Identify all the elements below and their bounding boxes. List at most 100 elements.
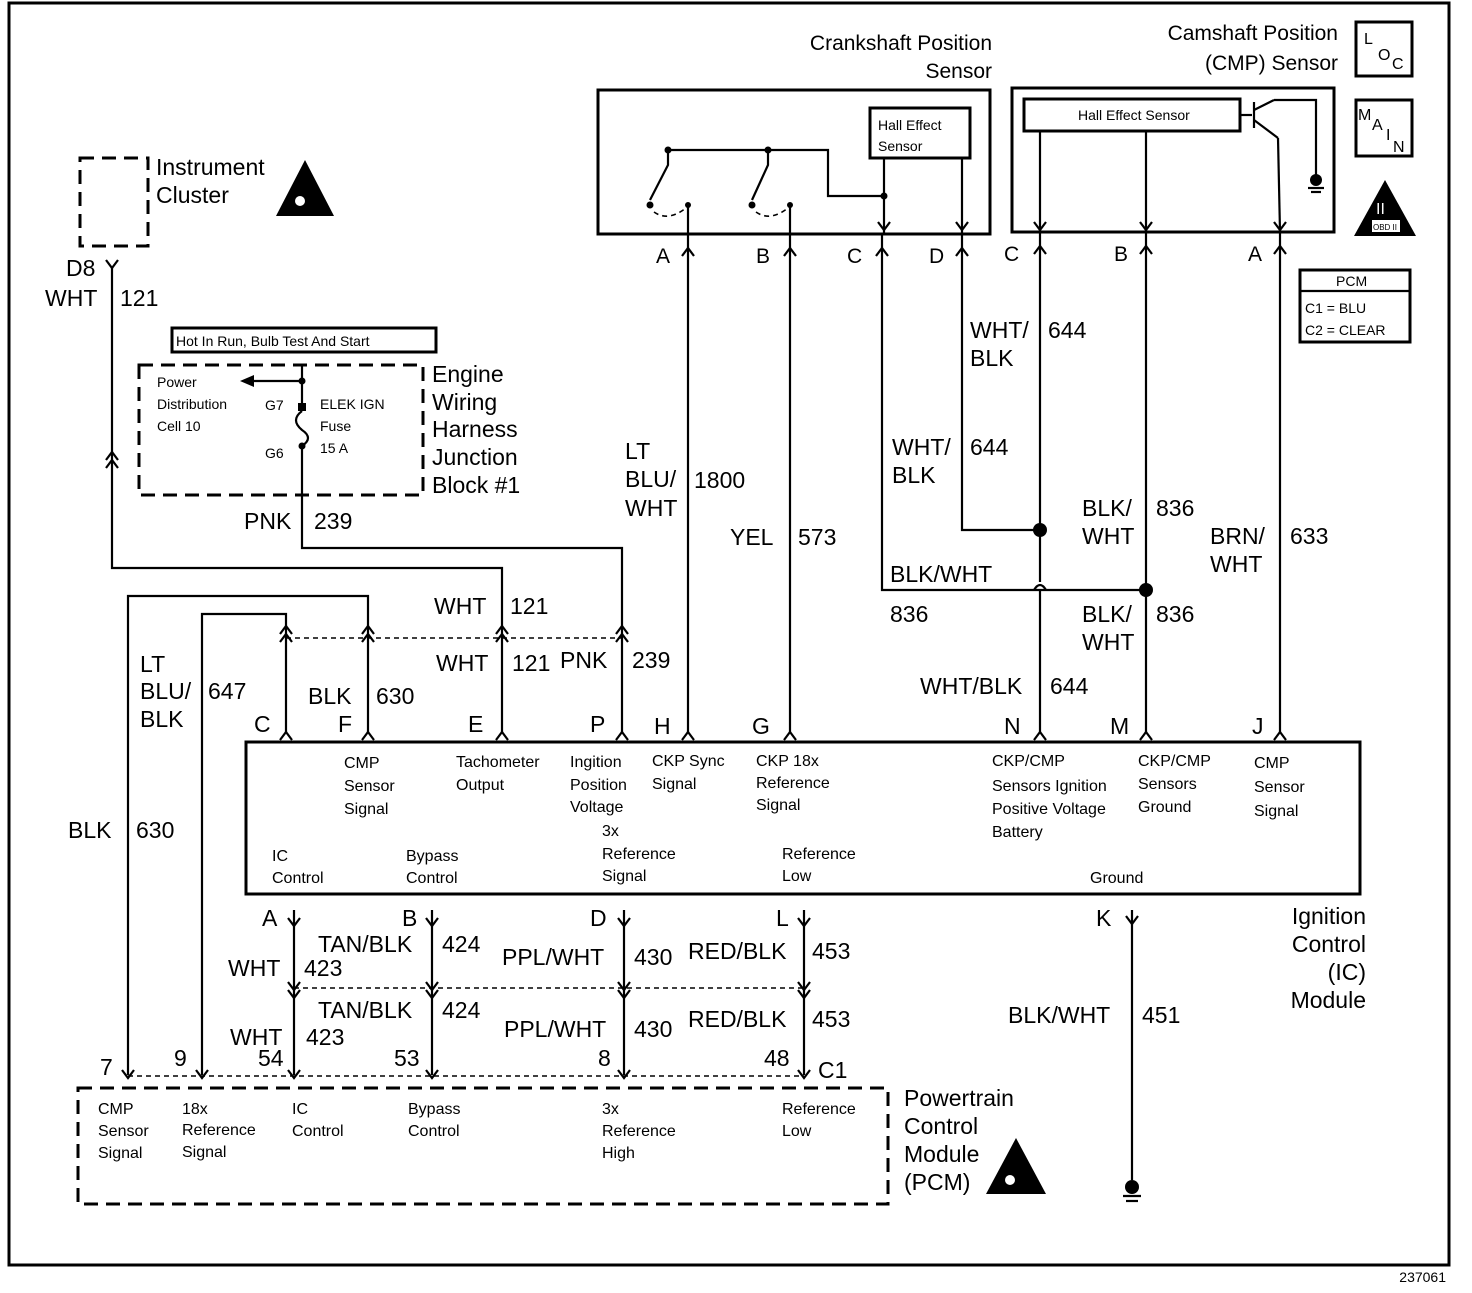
- svg-text:Cell 10: Cell 10: [157, 418, 201, 434]
- svg-text:453: 453: [812, 1006, 850, 1032]
- svg-text:53: 53: [394, 1045, 420, 1071]
- svg-text:N: N: [1393, 139, 1405, 156]
- svg-text:N: N: [1004, 713, 1021, 739]
- svg-text:L: L: [776, 905, 789, 931]
- svg-text:9: 9: [174, 1045, 187, 1071]
- svg-text:Low: Low: [782, 868, 812, 885]
- svg-text:D: D: [590, 905, 607, 931]
- svg-text:BLK/: BLK/: [1082, 601, 1132, 627]
- diagram-frame: [7, 1, 1451, 1267]
- svg-text:8: 8: [598, 1045, 611, 1071]
- svg-text:K: K: [1096, 905, 1112, 931]
- svg-text:Sensor: Sensor: [344, 778, 395, 795]
- crankshaft-sensor-title: Crankshaft Position: [810, 32, 992, 55]
- svg-text:423: 423: [306, 1024, 344, 1050]
- svg-text:Reference: Reference: [782, 1101, 856, 1118]
- svg-text:630: 630: [136, 817, 174, 843]
- svg-text:Fuse: Fuse: [320, 418, 351, 434]
- svg-text:WHT: WHT: [228, 955, 280, 981]
- svg-text:C2 = CLEAR: C2 = CLEAR: [1305, 322, 1386, 338]
- svg-text:C: C: [847, 245, 862, 268]
- powertrain-control-module: 7 9 54 53 8 48 C1 CMP Sensor Signal 18x …: [76, 1045, 1046, 1206]
- svg-text:Powertrain: Powertrain: [904, 1085, 1014, 1111]
- svg-text:OBD II: OBD II: [1373, 223, 1397, 232]
- svg-text:A: A: [1248, 243, 1262, 266]
- svg-text:836: 836: [1156, 495, 1194, 521]
- svg-text:430: 430: [634, 944, 672, 970]
- svg-text:IC: IC: [272, 848, 288, 865]
- svg-text:Distribution: Distribution: [157, 396, 227, 412]
- svg-text:Ignition: Ignition: [1292, 903, 1366, 929]
- svg-text:1800: 1800: [694, 467, 745, 493]
- svg-text:PPL/WHT: PPL/WHT: [502, 944, 604, 970]
- upper-wire-labels: PNK 239 WHT 121 WHT 121 PNK 239 LT BLU/ …: [68, 317, 1328, 843]
- svg-text:G: G: [752, 713, 770, 739]
- svg-text:I: I: [1386, 127, 1390, 144]
- svg-text:451: 451: [1142, 1002, 1180, 1028]
- svg-text:C: C: [1004, 243, 1019, 266]
- svg-text:BLK: BLK: [308, 683, 352, 709]
- svg-text:239: 239: [632, 647, 670, 673]
- svg-text:Bypass: Bypass: [408, 1101, 460, 1118]
- svg-text:836: 836: [890, 601, 928, 627]
- svg-text:Power: Power: [157, 374, 197, 390]
- svg-text:WHT/BLK: WHT/BLK: [920, 673, 1023, 699]
- svg-text:H: H: [654, 713, 671, 739]
- svg-text:O: O: [1378, 47, 1390, 64]
- loc-icon: L O C: [1354, 20, 1414, 78]
- svg-text:M: M: [1110, 713, 1129, 739]
- svg-text:3x: 3x: [602, 823, 619, 840]
- svg-text:48: 48: [764, 1045, 790, 1071]
- svg-text:G7: G7: [265, 397, 284, 413]
- svg-text:Signal: Signal: [756, 797, 800, 814]
- svg-text:Tachometer: Tachometer: [456, 754, 540, 771]
- diagram-id: 237061: [1399, 1269, 1446, 1285]
- engine-wiring-harness-junction-block: Hot In Run, Bulb Test And Start Power Di…: [137, 326, 520, 498]
- svg-text:P: P: [590, 711, 605, 737]
- svg-text:E: E: [468, 711, 483, 737]
- obd-ii-icon: II OBD II: [1354, 180, 1416, 236]
- svg-text:Module: Module: [1291, 987, 1366, 1013]
- lower-wiring: [121, 910, 1141, 1203]
- svg-text:Control: Control: [406, 870, 458, 887]
- camshaft-sensor-title: Camshaft Position: [1168, 22, 1338, 45]
- svg-text:WHT: WHT: [436, 650, 488, 676]
- svg-text:BLU/: BLU/: [140, 678, 192, 704]
- svg-text:Signal: Signal: [344, 801, 388, 818]
- svg-text:BLK: BLK: [140, 706, 184, 732]
- svg-text:Positive Voltage: Positive Voltage: [992, 801, 1106, 818]
- svg-text:Ground: Ground: [1138, 799, 1191, 816]
- svg-text:RED/BLK: RED/BLK: [688, 938, 787, 964]
- svg-text:Wiring: Wiring: [432, 389, 497, 415]
- svg-text:121: 121: [120, 285, 158, 311]
- svg-text:BLK: BLK: [892, 462, 936, 488]
- svg-text:Control: Control: [272, 870, 324, 887]
- svg-text:CMP: CMP: [1254, 755, 1290, 772]
- svg-text:Ingition: Ingition: [570, 754, 622, 771]
- svg-text:LT: LT: [140, 651, 165, 677]
- svg-text:PNK: PNK: [560, 647, 608, 673]
- svg-text:C1: C1: [818, 1057, 847, 1083]
- svg-text:Sensor: Sensor: [1254, 779, 1305, 796]
- main-icon: M A I N: [1354, 98, 1414, 158]
- svg-text:Signal: Signal: [652, 776, 696, 793]
- svg-text:TAN/BLK: TAN/BLK: [318, 997, 413, 1023]
- svg-text:Reference: Reference: [182, 1122, 256, 1139]
- svg-text:239: 239: [314, 508, 352, 534]
- svg-text:Hot In Run, Bulb Test And Star: Hot In Run, Bulb Test And Start: [176, 333, 370, 349]
- svg-text:C1 = BLU: C1 = BLU: [1305, 300, 1366, 316]
- svg-text:18x: 18x: [182, 1101, 208, 1118]
- svg-text:II: II: [1376, 201, 1385, 218]
- svg-text:Position: Position: [570, 777, 627, 794]
- svg-text:WHT: WHT: [45, 285, 97, 311]
- svg-text:BLK/WHT: BLK/WHT: [890, 561, 992, 587]
- svg-text:BLK/: BLK/: [1082, 495, 1132, 521]
- svg-text:WHT: WHT: [230, 1024, 282, 1050]
- svg-text:L: L: [1364, 31, 1373, 48]
- svg-text:644: 644: [1050, 673, 1089, 699]
- svg-text:Control: Control: [408, 1123, 460, 1140]
- svg-text:CMP: CMP: [344, 755, 380, 772]
- ignition-control-module: C F E P H G N M J CMP Sensor Signal Tach…: [244, 711, 1366, 1013]
